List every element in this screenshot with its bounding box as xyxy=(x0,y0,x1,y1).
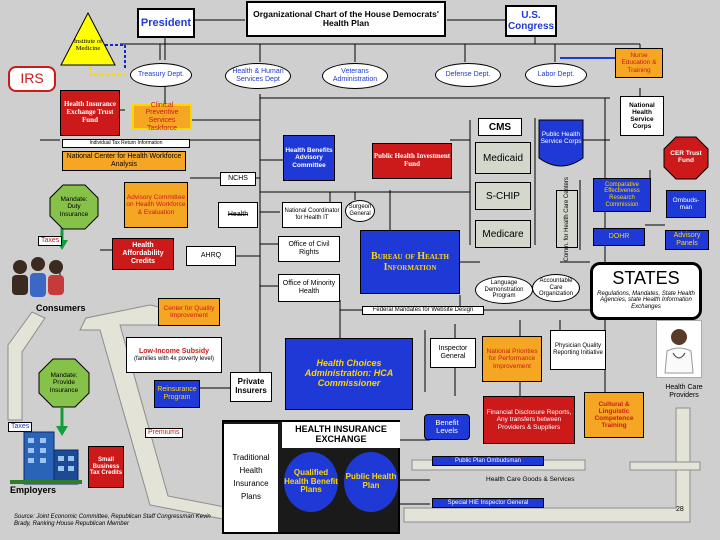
surgeon-general-node: Surgeon General xyxy=(345,200,375,222)
national-center-node: National Center for Health Workforce Ana… xyxy=(62,151,186,171)
clinical-preventive-node: Clinical Preventive Services Taskforce xyxy=(132,102,192,132)
hca-commissioner-node: Health Choices Administration: HCA Commi… xyxy=(285,338,413,410)
tax-return-node: Individual Tax Return Information xyxy=(62,139,190,148)
national-coordinator-node: National Coordinator for Health IT xyxy=(282,202,342,228)
treasury-node: Treasury Dept. xyxy=(130,63,192,87)
employers-label: Employers xyxy=(10,485,57,495)
financial-disclosure-node: Financial Disclosure Reports, Any transf… xyxy=(483,396,575,444)
va-node: Veterans Administration xyxy=(322,63,388,89)
bureau-node: Bureau of Health Information xyxy=(360,230,460,294)
phs-corps-node: Public Health Service Corps xyxy=(540,130,582,145)
benefit-levels-node: Benefit Levels xyxy=(424,414,470,440)
nurse-education-node: Nurse Education & Training xyxy=(615,48,663,78)
exchange-title: HEALTH INSURANCE EXCHANGE xyxy=(282,422,400,448)
public-plan-ombuds-node: Public Plan Ombudsman xyxy=(432,456,544,466)
national-priorities-node: National Priorities for Performance Impr… xyxy=(482,336,542,382)
congress-node: U.S. Congress xyxy=(505,5,557,37)
qualified-plans-node: Qualified Health Benefit Plans xyxy=(284,452,338,512)
hhs-node: Health & Human Services Dept xyxy=(225,63,291,89)
hrsa-node: Health xyxy=(218,202,258,228)
consumers-icon xyxy=(12,257,64,297)
taxes-top-label: Taxes xyxy=(38,236,63,246)
cer-commission-node: Comparative Effectiveness Research Commi… xyxy=(593,178,651,212)
physician-quality-node: Physician Quality Reporting Initiative xyxy=(550,330,606,370)
ombudsman-node: Ombuds-man xyxy=(666,190,706,218)
small-business-credits-node: Small Business Tax Credits xyxy=(88,446,124,488)
medicaid-node: Medicaid xyxy=(475,142,531,174)
language-demo-node: Language Demonstration Program xyxy=(475,276,533,304)
private-insurers-node: Private Insurers xyxy=(230,372,272,402)
advisory-panels-node: Advisory Panels xyxy=(665,230,709,250)
iom-triangle xyxy=(60,12,116,66)
phs-corps-shape xyxy=(538,119,584,167)
defense-node: Defense Dept. xyxy=(435,63,501,87)
federal-mandates-node: Federal Mandates for Website Design xyxy=(362,306,484,315)
labor-node: Labor Dept. xyxy=(525,63,587,87)
source-note: Source: Joint Economic Committee, Republ… xyxy=(14,514,211,527)
page-number: 28 xyxy=(676,506,684,513)
states-sub: Regulations, Mandates, State Health Agen… xyxy=(597,290,695,310)
quality-center-node: Center for Quality Improvement xyxy=(158,298,220,326)
taxes-bottom-label: Taxes xyxy=(8,422,33,432)
hrsa-label: Health xyxy=(227,211,249,219)
ahrq-node: AHRQ xyxy=(186,246,236,266)
states-label: STATES xyxy=(612,268,680,288)
cer-fund-node: CER Trust Fund xyxy=(670,149,702,164)
medicare-node: Medicare xyxy=(475,220,531,248)
low-income-note: (families with 4x poverty level) xyxy=(133,355,215,362)
irs-node: IRS xyxy=(8,66,56,92)
affordability-credits-node: Health Affordability Credits xyxy=(112,238,174,270)
reinsurance-node: Reinsurance Program xyxy=(154,380,200,408)
premiums-label: Premiums xyxy=(145,428,183,438)
cer-fund-octagon xyxy=(663,136,709,180)
employers-building-icon xyxy=(10,431,82,485)
page-title: Organizational Chart of the House Democr… xyxy=(246,1,446,37)
mandate-provide-octagon xyxy=(38,358,90,408)
inspector-general-node: Inspector General xyxy=(430,338,476,368)
iom-node: Institute of Medicine xyxy=(73,37,103,52)
mandate-duty-node: Mandate: Duty Insurance xyxy=(59,196,89,218)
goods-services-label: Health Care Goods & Services xyxy=(486,476,575,483)
dohr-node: DOHR xyxy=(593,228,645,246)
benefits-advisory-node: Health Benefits Advisory Committee xyxy=(283,135,335,181)
consumers-label: Consumers xyxy=(36,303,86,313)
public-plan-node: Public Health Plan xyxy=(344,452,398,512)
ph-fund-node: Public Health Investment Fund xyxy=(372,143,452,179)
providers-label: Health Care Providers xyxy=(665,384,703,399)
nchs-node: NCHS xyxy=(220,172,256,186)
cms-node: CMS xyxy=(478,118,522,136)
traditional-plans-node: Traditional Health Insurance Plans xyxy=(224,424,278,532)
accountable-care-node: Accountable Care Organization xyxy=(532,274,580,302)
trust-fund-node: Health Insurance Exchange Trust Fund xyxy=(60,90,120,136)
provider-icon xyxy=(656,320,702,378)
civil-rights-node: Office of Civil Rights xyxy=(278,236,340,262)
mandate-provide-node: Mandate: Provide Insurance xyxy=(49,372,79,394)
low-income-label: Low-Income Subsidy xyxy=(138,347,209,355)
minority-health-node: Office of Minority Health xyxy=(278,274,340,302)
doctor-icon xyxy=(664,329,694,374)
cer-centers-node: Comm. for Health Care Centers xyxy=(556,177,578,261)
special-ig-node: Special HIE Inspector General xyxy=(432,498,544,508)
president-node: President xyxy=(137,8,195,38)
nhs-corps-node: National Health Service Corps xyxy=(620,96,664,136)
cultural-competence-node: Cultural & Linguistic Competence Trainin… xyxy=(584,392,644,438)
states-node: STATES Regulations, Mandates, State Heal… xyxy=(590,262,702,320)
low-income-node: Low-Income Subsidy (families with 4x pov… xyxy=(126,337,222,373)
advisory-committee-node: Advisory Committee on Health Workforce &… xyxy=(124,182,188,228)
cer-centers-label: Comm. for Health Care Centers xyxy=(563,176,570,262)
schip-node: S-CHIP xyxy=(475,182,531,210)
mandate-duty-octagon xyxy=(49,184,99,230)
